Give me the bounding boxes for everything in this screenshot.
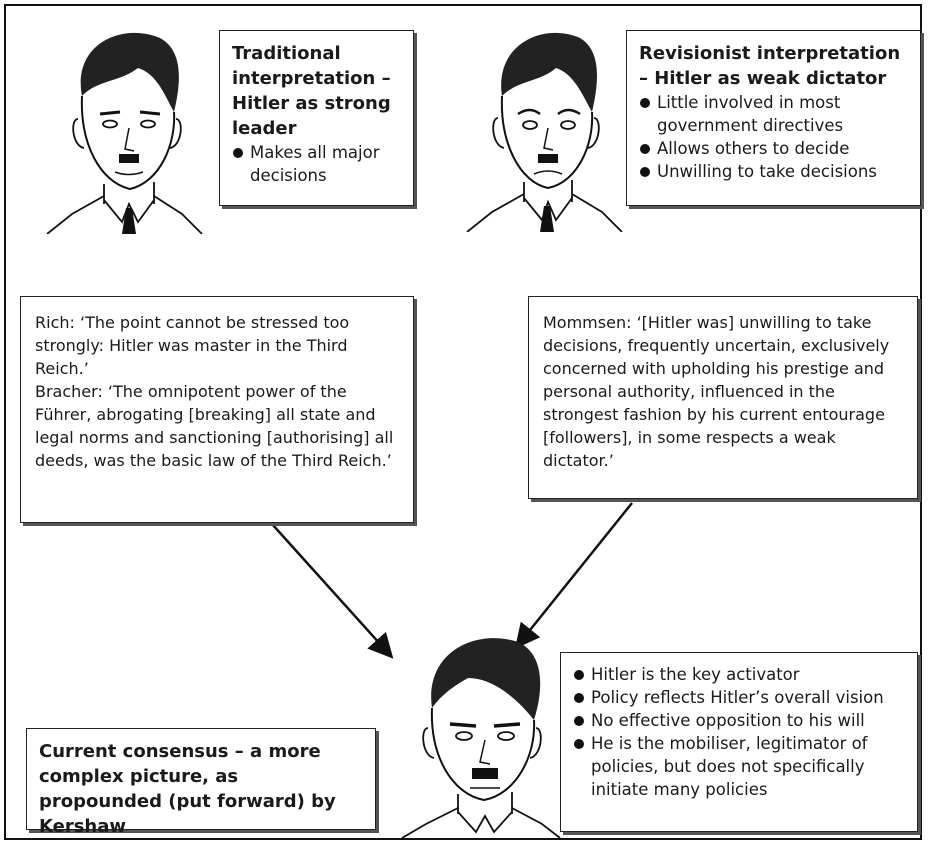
traditional-interpretation-box: Traditional interpretation – Hitler as s… — [219, 30, 414, 206]
arrow-left — [271, 523, 394, 659]
list-item: Makes all major decisions — [232, 141, 401, 187]
traditional-points: Makes all major decisions — [232, 141, 401, 187]
list-item: Little involved in most government direc… — [639, 91, 908, 137]
list-item: He is the mobiliser, legitimator of poli… — [573, 732, 905, 801]
list-item: Hitler is the key activator — [573, 663, 905, 686]
revisionist-interpretation-box: Revisionist interpretation – Hitler as w… — [626, 30, 921, 206]
revisionist-heading: Revisionist interpretation – Hitler as w… — [639, 43, 901, 89]
portrait-strong-leader — [46, 32, 203, 234]
revisionist-points: Little involved in most government direc… — [639, 91, 908, 183]
list-item: Unwilling to take decisions — [639, 160, 908, 183]
traditional-quotes-box: Rich: ‘The point cannot be stressed too … — [20, 296, 414, 523]
diagram-frame — [4, 4, 922, 840]
consensus-points-box: Hitler is the key activator Policy refle… — [560, 652, 918, 832]
traditional-heading: Traditional interpretation – Hitler as s… — [232, 43, 391, 139]
bracher-quote: Bracher: ‘The omnipotent power of the Fü… — [35, 382, 394, 470]
list-item: No effective opposition to his will — [573, 709, 905, 732]
mommsen-quote: Mommsen: ‘[Hitler was] unwilling to take… — [543, 313, 890, 470]
consensus-box: Current consensus – a more complex pictu… — [26, 728, 376, 837]
list-item: Policy reflects Hitler’s overall vision — [573, 686, 905, 709]
arrow-right — [514, 502, 633, 649]
portrait-consensus — [401, 638, 561, 838]
rich-quote: Rich: ‘The point cannot be stressed too … — [35, 313, 350, 378]
list-item: Allows others to decide — [639, 137, 908, 160]
portrait-weak-dictator — [466, 32, 623, 232]
consensus-points: Hitler is the key activator Policy refle… — [573, 663, 905, 801]
consensus-heading: Current consensus – a more complex pictu… — [39, 741, 336, 837]
mommsen-quote-box: Mommsen: ‘[Hitler was] unwilling to take… — [528, 296, 918, 499]
